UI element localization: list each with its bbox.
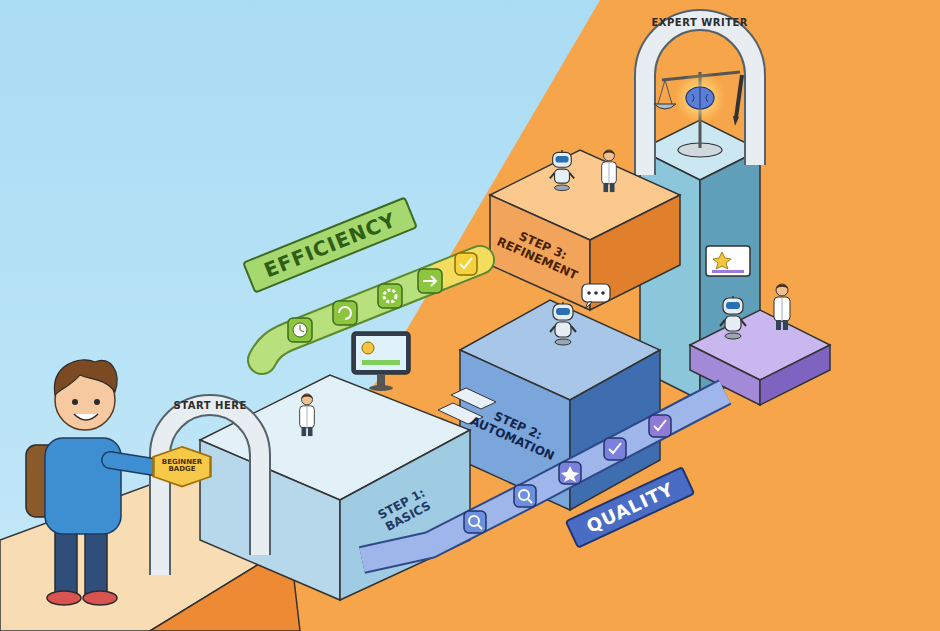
- student-figure: [94, 399, 100, 405]
- speech-bubble: [585, 302, 592, 309]
- quality-icons: [519, 490, 529, 500]
- quality-path: [362, 392, 725, 560]
- quality-banner: QUALITY: [565, 466, 696, 549]
- expert-arch: [645, 20, 755, 175]
- quality-icons: [609, 443, 621, 453]
- scales-trophy: [692, 88, 708, 108]
- arch-label: START HERE: [174, 400, 247, 411]
- robot-figure: [720, 294, 746, 339]
- speech-bubble: [587, 291, 591, 295]
- quality-icons: [559, 462, 581, 484]
- robot-figure: [550, 149, 574, 191]
- quality-path: [362, 392, 725, 560]
- expert-arch: [645, 20, 755, 175]
- robot-figure: [550, 300, 576, 345]
- star-card: [706, 246, 750, 276]
- node-text: STEP 1: BASICS: [364, 479, 446, 541]
- step-block: STEP 3: REFINEMENT: [486, 216, 594, 288]
- star-card: [712, 270, 744, 273]
- step-block: STEP 2: AUTOMATION: [461, 396, 569, 468]
- quality-icons: [464, 511, 486, 533]
- scales-trophy: [654, 104, 676, 109]
- scales-trophy: [665, 80, 672, 104]
- node-text: EFFICIENCY: [261, 208, 400, 283]
- student-figure: [74, 414, 98, 420]
- quality-icons: [528, 499, 532, 503]
- start-arch: [160, 405, 260, 575]
- monitor: [362, 360, 400, 365]
- expert-arch: [645, 20, 755, 175]
- step1-block: [340, 430, 470, 600]
- quality-icons: [561, 466, 579, 482]
- scales-trophy: [658, 80, 665, 104]
- quality-path: [362, 392, 725, 560]
- node-text: STEP 2: AUTOMATION: [463, 398, 566, 465]
- hexagon-shape: [153, 446, 210, 486]
- figures: [300, 149, 790, 436]
- efficiency-icons: [423, 276, 436, 286]
- monitor: [369, 385, 393, 391]
- scales-trophy: [686, 87, 714, 109]
- scales-trophy: [674, 72, 726, 124]
- efficiency-icons: [418, 269, 442, 293]
- efficiency-icons: [288, 318, 312, 342]
- node-text: QUALITY: [583, 478, 677, 537]
- quality-icons: [604, 438, 626, 460]
- stairs: [451, 388, 496, 409]
- step-block: STEP 1: BASICS: [361, 476, 449, 543]
- efficiency-banner: EFFICIENCY: [242, 196, 418, 293]
- start-arch: [160, 405, 260, 575]
- node-text: BEGINNER BADGE: [160, 459, 204, 474]
- scientist-figure: [300, 394, 315, 436]
- quality-icons: [649, 415, 671, 437]
- scientist-figure: [602, 150, 617, 192]
- monitor: [352, 332, 410, 391]
- monitor: [352, 332, 410, 374]
- step3-block: [590, 195, 680, 310]
- quality-icons: [478, 525, 482, 529]
- student-figure: [72, 399, 78, 405]
- scales-trophy: [736, 75, 742, 118]
- efficiency-icons: [455, 253, 477, 275]
- arch-label: EXPERT WRITER: [652, 17, 749, 28]
- star-card: [706, 246, 750, 276]
- efficiency-icons: [339, 307, 351, 319]
- quality-icons: [469, 516, 479, 526]
- monitor: [362, 342, 374, 354]
- speech-bubble: [594, 291, 598, 295]
- purple-platform: [760, 345, 830, 405]
- star-card: [713, 252, 731, 269]
- speech-bubble: [601, 291, 605, 295]
- efficiency-icons: [460, 258, 472, 268]
- badge-hexagon: BEGINNER BADGE: [151, 446, 213, 487]
- efficiency-icons: [293, 323, 307, 337]
- efficiency-icons: [378, 284, 402, 308]
- efficiency-icons: [333, 301, 357, 325]
- student-figure: [47, 591, 81, 605]
- monitor: [356, 336, 406, 370]
- start-arch: [160, 405, 260, 575]
- speech-bubble: [582, 284, 610, 309]
- speech-bubble: [582, 284, 610, 302]
- scales-trophy: [733, 116, 739, 126]
- efficiency-icons: [384, 290, 396, 302]
- monitor: [377, 374, 385, 386]
- student-figure: [26, 360, 174, 605]
- student-figure: [54, 360, 117, 395]
- quality-icons: [654, 420, 666, 430]
- scales-trophy: [654, 72, 742, 157]
- quality-icons: [514, 485, 536, 507]
- student-figure: [83, 591, 117, 605]
- scientist-figure: [774, 284, 790, 330]
- efficiency-icons: [300, 325, 304, 332]
- node-text: STEP 3: REFINEMENT: [488, 218, 591, 285]
